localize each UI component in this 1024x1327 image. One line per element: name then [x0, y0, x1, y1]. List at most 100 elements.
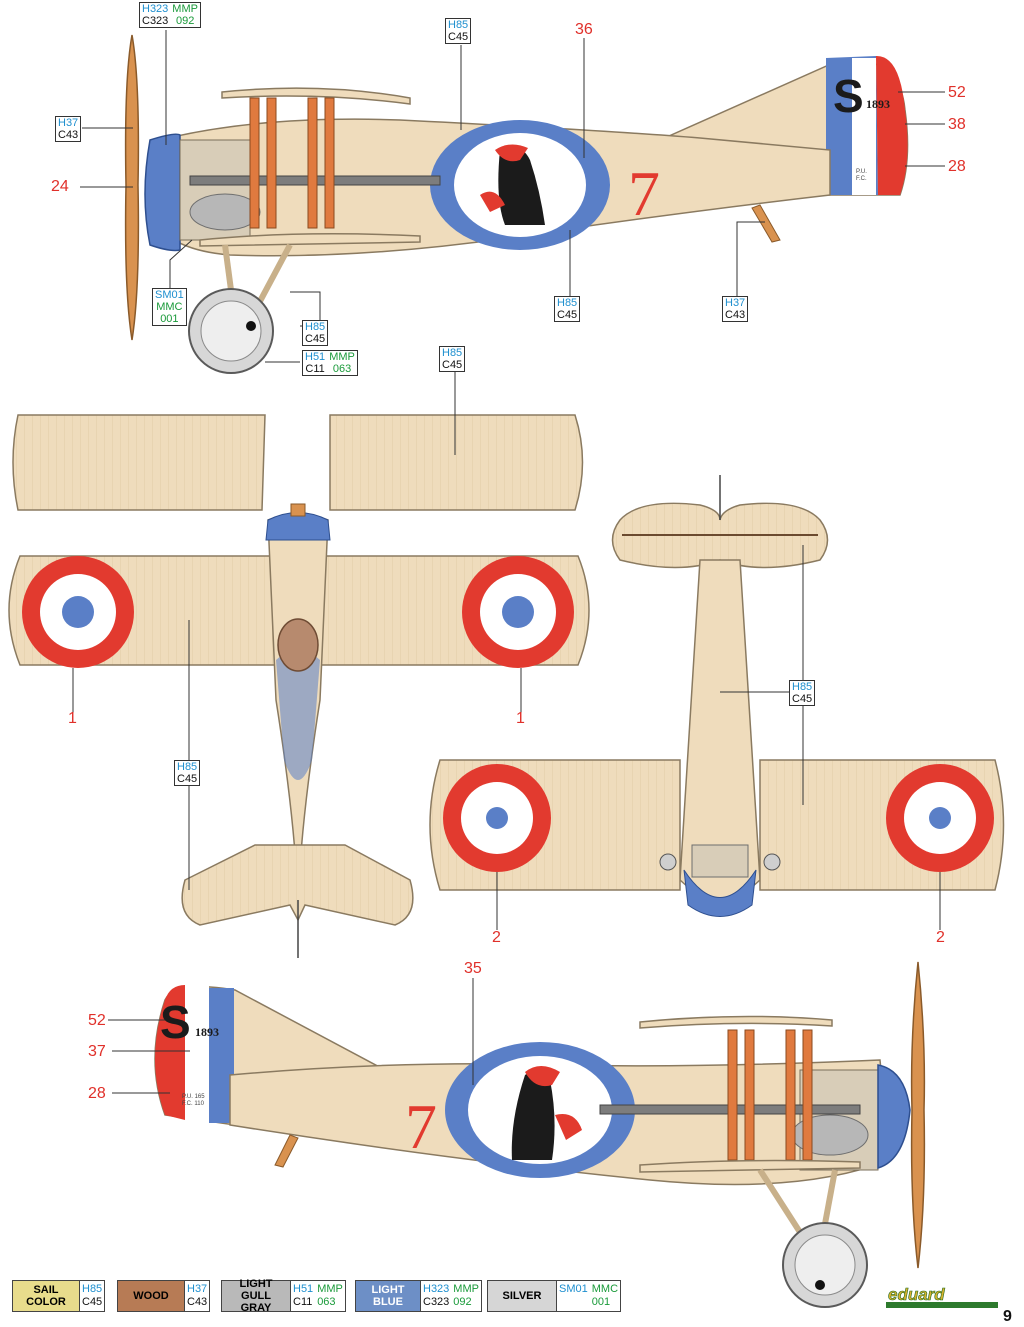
color-code-fuselage-top: H85 C45: [445, 18, 472, 44]
color-code-cowl: H323 MMP C323 092: [139, 2, 201, 28]
tail-stencil-right-2: F.C. 110: [182, 1101, 205, 1107]
legend-swatch: SILVER: [488, 1281, 557, 1311]
sm-code: SM01: [559, 1283, 588, 1295]
callout-52-right: 52: [88, 1012, 106, 1029]
tail-stencil-2: F.C.: [856, 176, 867, 182]
mmp-head: MMP: [172, 3, 198, 15]
mmp-code: 063: [317, 1296, 336, 1308]
callout-2-right: 2: [936, 929, 945, 946]
h-code: H85: [442, 347, 463, 359]
callout-1-left: 1: [68, 710, 77, 727]
mmc-code: 001: [591, 1296, 611, 1308]
callout-52: 52: [948, 84, 966, 101]
h-code: H37: [725, 297, 746, 309]
color-code-tailskid: H37 C43: [722, 296, 749, 322]
c-code: C323: [142, 15, 169, 27]
legend-codes: H51 MMP C11 063: [291, 1281, 345, 1311]
c-code: C45: [448, 31, 469, 43]
color-code-engine: SM01 MMC 001: [152, 288, 187, 326]
legend-swatch: SAIL COLOR: [13, 1281, 80, 1311]
h-code: H37: [187, 1283, 208, 1295]
callout-1-right: 1: [516, 710, 525, 727]
c-code: C323: [423, 1296, 450, 1308]
legend-swatch: LIGHT BLUE: [356, 1281, 421, 1311]
h-code: H85: [557, 297, 578, 309]
c-code: C45: [305, 333, 326, 345]
legend-silver: SILVER SM01 MMC 001: [487, 1280, 622, 1312]
fuselage-number-right: 7: [405, 1091, 437, 1162]
side-profile-right: 7 S 1893 P.U. 165 F.C. 110: [108, 961, 926, 1308]
c-code: C45: [177, 773, 198, 785]
legend-wood: WOOD H37 C43: [117, 1280, 211, 1312]
h-code: H51: [293, 1283, 314, 1295]
brand-logo: eduard: [886, 1285, 998, 1308]
sm-code: SM01: [155, 289, 184, 301]
legend-label: LIGHT BLUE: [371, 1284, 405, 1308]
side-profile-left: 7 S 1893 P.U. F.C.: [80, 30, 945, 374]
c-code: C45: [792, 693, 813, 705]
legend-codes: H37 C43: [185, 1281, 210, 1311]
top-view: [8, 372, 590, 958]
color-code-upper-wing: H85 C45: [439, 346, 466, 372]
fuselage-number: 7: [628, 158, 660, 229]
legend-light-blue: LIGHT BLUE H323 MMP C323 092: [355, 1280, 482, 1312]
brand-name: eduard: [888, 1285, 945, 1304]
h-code: H85: [792, 681, 813, 693]
tail-stencil-1: P.U.: [856, 169, 867, 175]
h-code: H85: [177, 761, 198, 773]
legend-codes: H323 MMP C323 092: [421, 1281, 481, 1311]
c-code: C11: [305, 363, 325, 375]
page-number: 9: [1003, 1308, 1012, 1325]
mmc-head: MMC: [591, 1283, 619, 1295]
legend-swatch: LIGHT GULL GRAY: [222, 1278, 291, 1314]
c-code: C45: [442, 359, 463, 371]
c-code: C43: [725, 309, 746, 321]
c-code: C43: [58, 129, 79, 141]
h-code: H85: [82, 1283, 103, 1295]
tail-letter-right: S: [160, 996, 191, 1048]
h-code: H85: [448, 19, 469, 31]
color-code-wheel: H51 MMP C11 063: [302, 350, 358, 376]
color-code-gear: H85 C45: [302, 320, 329, 346]
mmp-code: 092: [175, 15, 195, 27]
mmc-head: MMC: [156, 301, 183, 313]
callout-28-right: 28: [88, 1085, 106, 1102]
color-code-underside: H85 C45: [789, 680, 816, 706]
h-code: H37: [58, 117, 79, 129]
mmp-head: MMP: [317, 1283, 343, 1295]
mmp-code: 063: [332, 363, 352, 375]
legend-label: SILVER: [502, 1290, 542, 1302]
legend-swatch: WOOD: [118, 1281, 185, 1311]
c-code: C43: [187, 1296, 208, 1308]
color-code-fuselage-side: H85 C45: [554, 296, 581, 322]
callout-35: 35: [464, 960, 482, 977]
h-code: H51: [305, 351, 326, 363]
c-code: C45: [82, 1296, 103, 1308]
tail-serial-right: 1893: [195, 1025, 219, 1039]
mmp-head: MMP: [329, 351, 355, 363]
callout-28: 28: [948, 158, 966, 175]
bottom-view: [429, 475, 1005, 930]
legend-sail-color: SAIL COLOR H85 C45: [12, 1280, 106, 1312]
legend-label: SAIL COLOR: [26, 1284, 66, 1308]
c-code: C11: [293, 1296, 313, 1308]
legend-label: WOOD: [133, 1290, 169, 1302]
callout-36: 36: [575, 21, 593, 38]
callout-38: 38: [948, 116, 966, 133]
mmp-code: 092: [453, 1296, 472, 1308]
callout-2-left: 2: [492, 929, 501, 946]
legend-codes: H85 C45: [80, 1281, 105, 1311]
c-code: C45: [557, 309, 578, 321]
callout-24: 24: [51, 178, 69, 195]
legend-codes: SM01 MMC 001: [557, 1281, 621, 1311]
h-code: H85: [305, 321, 326, 333]
h-code: H323: [142, 3, 169, 15]
legend-light-gull-gray: LIGHT GULL GRAY H51 MMP C11 063: [221, 1278, 346, 1314]
tail-serial: 1893: [866, 97, 890, 111]
tail-stencil-right-1: P.U. 165: [182, 1094, 205, 1100]
mmc-code: 001: [160, 313, 179, 325]
mmp-head: MMP: [453, 1283, 479, 1295]
color-code-propeller: H37 C43: [55, 116, 82, 142]
h-code: H323: [423, 1283, 450, 1295]
